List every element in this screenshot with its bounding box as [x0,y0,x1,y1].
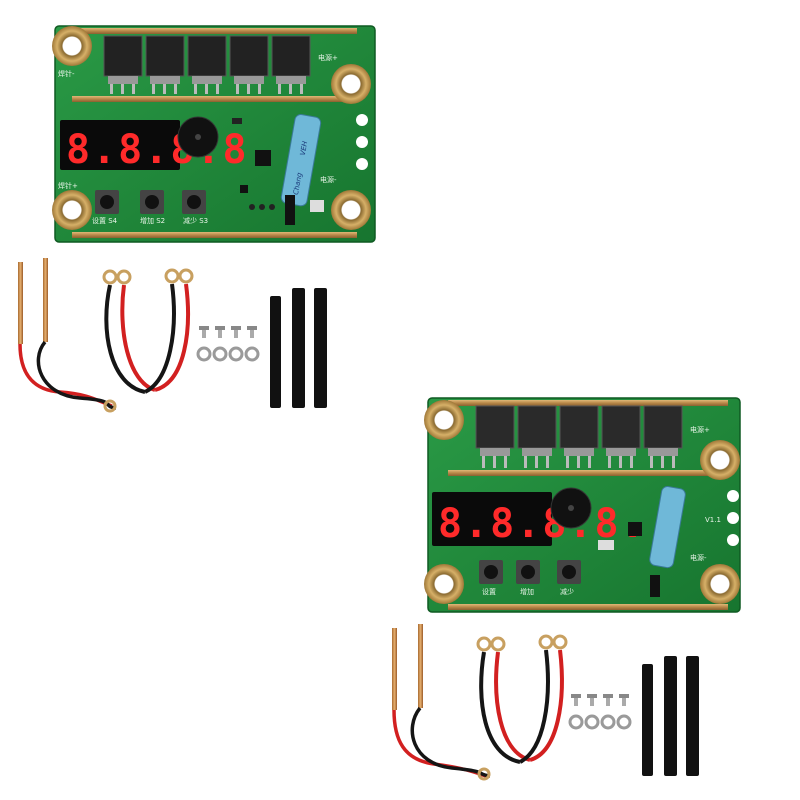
mount-ring [424,564,464,604]
mount-ring [331,190,371,230]
kit-top: 8.8.8.8. Chang VEH [18,25,376,413]
mount-ring [700,564,740,604]
version-label: V1.1 [705,516,721,524]
label-power-neg: 电源- [320,175,337,184]
led-digits: 8.8.8.8. [66,127,275,173]
button-label: 设置 S4 [92,216,118,225]
label-weld-neg: 焊针- [58,69,75,78]
screws-top [196,326,260,362]
led-digits: 8.8.8.8. [438,501,647,547]
button-set-top[interactable] [95,190,119,214]
label-power-pos: 电源+ [690,425,710,434]
welding-probes-top [18,258,117,413]
mount-ring [700,440,740,480]
insulation-strips-bottom [642,656,699,776]
screws-bottom [568,694,632,730]
power-cables-top [102,268,194,394]
mount-ring [52,26,92,66]
capacitor-label-2: VEH [299,140,310,156]
button-label: 增加 [520,587,534,596]
mount-ring [424,400,464,440]
button-label: 减少 S3 [183,216,208,225]
button-label: 减少 [560,587,574,596]
button-increase-top[interactable] [140,190,164,214]
mount-ring [331,64,371,104]
mount-ring [52,190,92,230]
label-power-neg: 电源- [690,553,707,562]
mosfet-row [103,35,311,94]
mosfet-row [475,405,683,468]
kit-bottom: 8.8.8.8. 设置 增加 减少 电源+ [392,397,741,781]
pcb-board-top: 8.8.8.8. Chang VEH [52,25,376,243]
capacitor-label: Chang [292,171,304,195]
button-decrease-top[interactable] [182,190,206,214]
power-cables-bottom [476,634,568,764]
label-power-pos: 电源+ [318,53,338,62]
welding-probes-bottom [392,624,491,781]
button-set-bottom[interactable] [479,560,503,584]
insulation-strips-top [270,288,327,408]
button-decrease-bottom[interactable] [557,560,581,584]
button-increase-bottom[interactable] [516,560,540,584]
led-display-top: 8.8.8.8. [60,120,275,173]
button-label: 设置 [482,587,496,596]
capacitor-bottom [649,486,686,569]
led-display-bottom: 8.8.8.8. [432,492,647,547]
label-weld-pos: 焊针+ [58,181,78,190]
pcb-board-bottom: 8.8.8.8. 设置 增加 减少 电源+ [424,397,741,613]
button-label: 增加 S2 [140,216,165,225]
